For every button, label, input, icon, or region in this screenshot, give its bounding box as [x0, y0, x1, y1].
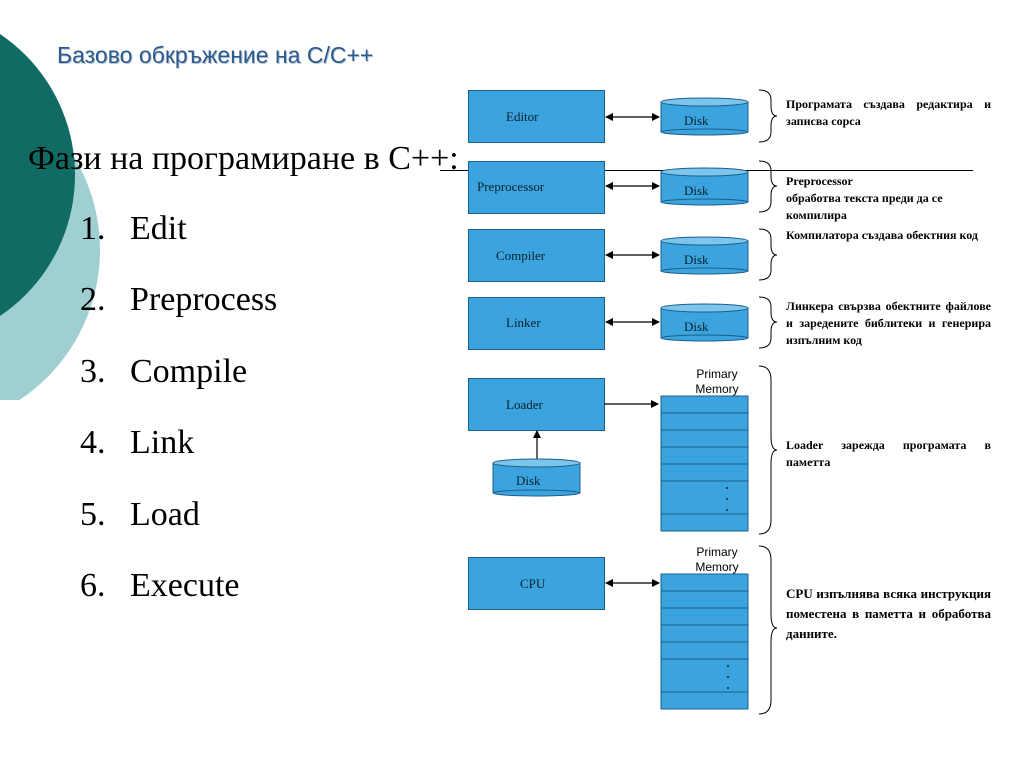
brace	[758, 545, 778, 715]
linker-box-label: Linker	[506, 315, 541, 330]
memory-label-line1: Primary	[696, 545, 738, 559]
preprocessor-note-text: обработва текста преди да се компилира	[786, 191, 943, 222]
phase-label: Preprocess	[130, 281, 278, 318]
phase-number: 5.	[80, 496, 106, 533]
disk-label: Disk	[516, 473, 541, 488]
preprocessor-box-label: Preprocessor	[477, 179, 545, 194]
decorative-circles	[0, 34, 100, 400]
phase-item: 6. Execute	[80, 567, 240, 605]
loader-note: Loader зарежда програмата в паметта	[786, 438, 991, 469]
loader-box: Loader	[468, 378, 605, 431]
phase-item: 4. Link	[80, 424, 194, 462]
editor-box: Editor	[468, 90, 605, 143]
slide-subtitle: Фази на програмиране в C++:	[28, 140, 459, 177]
memory-label-line2: Memory	[695, 382, 739, 396]
linker-note: Линкера свързва обектните файлове и заре…	[786, 299, 991, 347]
disk-icon: Disk	[660, 167, 749, 206]
loader-box-label: Loader	[506, 397, 543, 412]
disk-label: Disk	[684, 183, 709, 198]
disk-icon: Disk	[660, 303, 749, 342]
phase-label: Execute	[130, 567, 240, 604]
preprocessor-note-title: Preprocessor	[786, 174, 853, 188]
memory-label-line2: Memory	[695, 560, 739, 574]
phase-number: 3.	[80, 353, 106, 390]
editor-note: Програмата създава редактира и записва с…	[786, 97, 991, 128]
compiler-box-label: Compiler	[496, 248, 546, 263]
disk-icon: Disk	[660, 236, 749, 275]
disk-label: Disk	[684, 319, 709, 334]
compiler-box: Compiler	[468, 229, 605, 282]
preprocessor-note: Preprocessor обработва текста преди да се…	[786, 173, 991, 224]
primary-memory-stack	[660, 573, 749, 710]
phase-label: Compile	[130, 353, 248, 390]
phase-number: 4.	[80, 424, 106, 461]
memory-label-line1: Primary	[696, 367, 738, 381]
phase-item: 1. Edit	[80, 210, 187, 248]
slide-title: Базово обкръжение на C/C++	[57, 42, 374, 68]
disk-label: Disk	[684, 113, 709, 128]
phase-item: 5. Load	[80, 496, 200, 534]
compiler-note: Компилатора създава обектния код	[786, 228, 978, 242]
brace	[758, 89, 778, 143]
cpu-box-label: CPU	[520, 576, 546, 591]
preprocessor-box: Preprocessor	[468, 161, 605, 214]
brace	[758, 365, 778, 535]
brace	[758, 160, 778, 213]
primary-memory-stack	[660, 395, 749, 532]
cpu-box: CPU	[468, 557, 605, 610]
disk-icon: Disk	[492, 458, 581, 497]
dark-circle	[0, 34, 75, 316]
phase-number: 1.	[80, 210, 106, 247]
phase-label: Edit	[130, 210, 187, 247]
phase-label: Load	[130, 496, 200, 533]
phase-item: 2. Preprocess	[80, 281, 277, 319]
phase-label: Link	[130, 424, 195, 461]
editor-box-label: Editor	[506, 109, 539, 124]
disk-label: Disk	[684, 252, 709, 267]
linker-box: Linker	[468, 297, 605, 350]
brace	[758, 228, 778, 281]
phase-number: 6.	[80, 567, 106, 604]
phase-item: 3. Compile	[80, 353, 247, 391]
cpu-note: CPU изпълнява всяка инструкция поместена…	[786, 586, 991, 641]
disk-icon: Disk	[660, 97, 749, 136]
brace	[758, 296, 778, 349]
phase-number: 2.	[80, 281, 106, 318]
